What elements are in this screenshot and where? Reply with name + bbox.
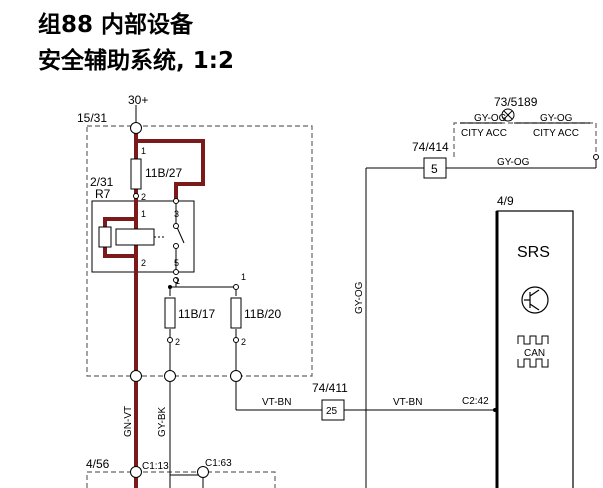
- pin-label: 2: [141, 258, 146, 268]
- c1-13-label: C1:13: [142, 461, 169, 472]
- srs-ecu-box: [496, 210, 574, 488]
- pin-label: 1: [141, 209, 146, 219]
- bottom-enclosure: [86, 471, 276, 488]
- connector-414-pin: 5: [431, 162, 438, 176]
- ecu-ref-label: 4/9: [497, 194, 514, 208]
- fuse-box-enclosure: [86, 125, 313, 377]
- gy-og-right-label: GY-OG: [540, 113, 573, 124]
- pin-label: 1: [175, 276, 180, 286]
- relay-name-label: R7: [95, 187, 111, 201]
- relay-switch: [173, 223, 185, 249]
- gy-og-wire-label: GY-OG: [497, 157, 530, 168]
- gy-bk-label: GY-BK: [157, 406, 168, 437]
- vt-bn-right-label: VT-BN: [393, 397, 422, 408]
- light-ref-label: 73/5189: [494, 95, 538, 109]
- terminal-vt-bn: [230, 370, 242, 382]
- pin-label: 3: [174, 209, 179, 219]
- gy-og-left-label: GY-OG: [474, 113, 507, 124]
- fuse-17-label: 11B/17: [178, 307, 215, 321]
- pin-label: 2: [141, 192, 146, 202]
- fuse-20-label: 11B/20: [244, 307, 281, 321]
- pin-label: 5: [174, 258, 179, 268]
- fuse-11b-20: [230, 297, 242, 329]
- terminal-c1-63: [197, 466, 209, 478]
- city-acc-left-label: CITY ACC: [461, 128, 507, 139]
- relay-ref-label: 2/31: [90, 175, 114, 189]
- connector-414-label: 74/414: [412, 140, 449, 154]
- relay-coil: [98, 226, 166, 248]
- gn-vt-label: GN-VT: [123, 406, 134, 437]
- power-wire-loop: [136, 139, 205, 201]
- fuse-11b-17: [164, 297, 176, 329]
- terminal-gy-bk: [164, 370, 176, 382]
- supply-terminal: [130, 122, 142, 134]
- can-waveform-top-icon: [517, 335, 549, 345]
- connector-74-411: [321, 399, 345, 421]
- c1-63-wire: [170, 474, 204, 488]
- pin-label: 1: [141, 146, 146, 156]
- bottom-ref-label: 4/56: [86, 457, 110, 471]
- vt-bn-left-label: VT-BN: [262, 397, 291, 408]
- transistor-icon: [521, 286, 549, 314]
- connector-411-label: 74/411: [312, 381, 348, 395]
- pin-label: 2: [241, 337, 246, 347]
- pin-label: 1: [241, 272, 246, 282]
- ecu-can-label: CAN: [524, 348, 545, 359]
- fuse-feed-wire: [170, 286, 237, 296]
- c1-63-label: C1:63: [205, 458, 232, 469]
- page-title-line1: 组88 内部设备: [38, 12, 194, 38]
- connector-74-414: [423, 157, 447, 179]
- city-acc-right-label: CITY ACC: [533, 128, 579, 139]
- fuse-27-label: 11B/27: [145, 166, 182, 180]
- fuse-11b-27: [130, 158, 142, 190]
- pin-label: 2: [175, 337, 180, 347]
- fuse-box-label: 15/31: [77, 111, 107, 125]
- c2-42-label: C2:42: [462, 396, 489, 407]
- gy-og-vertical-label: GY-OG: [354, 281, 365, 314]
- terminal-gn-vt: [130, 370, 142, 382]
- light-bulb-icon: [501, 108, 515, 122]
- can-waveform-bottom-icon: [517, 358, 549, 368]
- page-title-line2: 安全辅助系统, 1:2: [38, 48, 234, 74]
- terminal-c1-13: [130, 466, 142, 478]
- ecu-name-label: SRS: [517, 244, 550, 261]
- connector-411-pin: 25: [326, 406, 338, 417]
- supply-label: 30+: [128, 93, 148, 107]
